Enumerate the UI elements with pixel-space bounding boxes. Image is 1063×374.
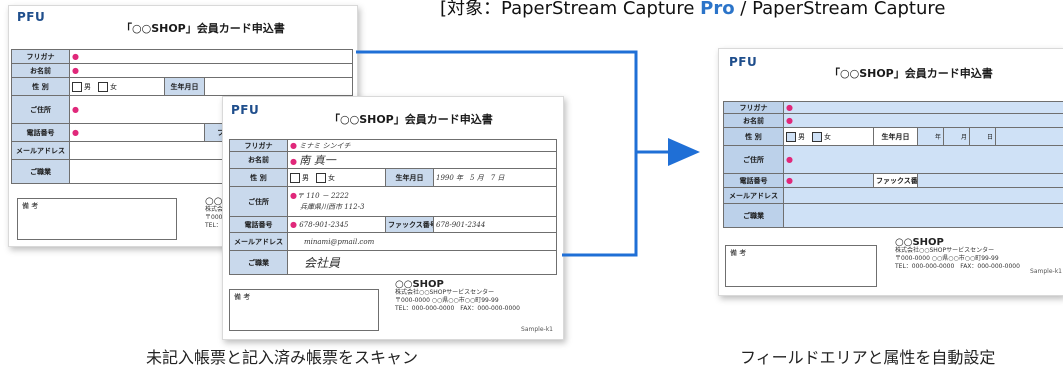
caption-right: フィールドエリアと属性を自動設定 bbox=[740, 348, 996, 367]
form-title: 「○○SHOP」会員カード申込書 bbox=[329, 113, 493, 126]
target-label: [対象：PaperStream Capture Pro / PaperStrea… bbox=[440, 0, 945, 20]
pfu-logo: PFU bbox=[231, 103, 260, 117]
shop-address: 〒000-0000 ○○県○○市○○町99-99 bbox=[395, 297, 499, 304]
filled-postal: 〒 110 － 2222 bbox=[296, 192, 349, 200]
label-email: メールアドレス bbox=[11, 141, 70, 160]
label-furigana: フリガナ bbox=[723, 101, 784, 114]
label-occupation: ご職業 bbox=[229, 250, 288, 275]
connector-bottom bbox=[562, 152, 638, 257]
month-unit: 月 bbox=[960, 134, 967, 141]
filled-form: PFU 「○○SHOP」会員カード申込書 フリガナ ● ミナミ シンイチ お名前… bbox=[222, 96, 564, 340]
arrow-head bbox=[668, 138, 700, 166]
shop-address: 〒000-0000 ○○県○○市○○町99-99 bbox=[895, 255, 999, 262]
label-address: ご住所 bbox=[11, 95, 70, 124]
label-gender: 性 別 bbox=[723, 127, 784, 146]
label-fax: ファックス番号 bbox=[873, 173, 918, 188]
remarks-label: 備 考 bbox=[22, 202, 39, 210]
pfu-logo: PFU bbox=[729, 55, 758, 69]
filled-name: 南 真一 bbox=[299, 154, 336, 167]
male-checkbox bbox=[72, 81, 82, 92]
caption-left: 未記入帳票と記入済み帳票をスキャン bbox=[146, 348, 419, 367]
remarks-label: 備 考 bbox=[730, 249, 747, 257]
label-fax: ファックス番号 bbox=[385, 216, 434, 233]
sample-id: Sample-k1 bbox=[521, 326, 553, 333]
filled-address: 兵庫県川西市 112-3 bbox=[300, 203, 365, 211]
remarks-box: 備 考 bbox=[17, 198, 177, 240]
label-address: ご住所 bbox=[229, 186, 288, 217]
filled-form-table: フリガナ ● ミナミ シンイチ お名前 ● 南 真一 性 別 男 女 生年月日 … bbox=[229, 139, 557, 275]
female-checkbox bbox=[316, 172, 326, 183]
target-suffix: / PaperStream Capture bbox=[734, 0, 946, 19]
male-label: 男 bbox=[798, 132, 805, 141]
remarks-box: 備 考 bbox=[725, 245, 877, 287]
male-label: 男 bbox=[302, 173, 309, 182]
target-prefix: [対象：PaperStream Capture bbox=[440, 0, 701, 19]
remarks-box: 備 考 bbox=[229, 289, 379, 331]
filled-furigana: ミナミ シンイチ bbox=[299, 141, 351, 150]
target-highlight: Pro bbox=[700, 0, 735, 19]
day-unit: 日 bbox=[986, 134, 993, 141]
connector-top bbox=[356, 50, 638, 152]
female-label: 女 bbox=[824, 132, 831, 141]
label-birthdate: 生年月日 bbox=[164, 77, 205, 96]
male-checkbox bbox=[290, 172, 300, 183]
form-title: 「○○SHOP」会員カード申込書 bbox=[829, 67, 993, 80]
female-checkbox bbox=[812, 131, 822, 142]
male-label: 男 bbox=[84, 82, 91, 91]
filled-birth: 1990 年 5 月 7 日 bbox=[436, 173, 505, 182]
shop-name: ○○SHOP bbox=[395, 279, 444, 290]
label-gender: 性 別 bbox=[11, 77, 70, 96]
filled-email: minami@pmail.com bbox=[304, 237, 375, 246]
shop-tel: TEL：000-000-0000 FAX：000-000-0000 bbox=[395, 305, 520, 312]
label-furigana: フリガナ bbox=[11, 49, 70, 64]
male-checkbox bbox=[786, 131, 796, 142]
year-unit: 年 bbox=[934, 134, 941, 141]
label-name: お名前 bbox=[11, 63, 70, 78]
label-name: お名前 bbox=[723, 113, 784, 128]
sample-id: Sample-k1 bbox=[1030, 268, 1062, 275]
result-form-table: フリガナ ● お名前 ● 性 別 男 女 生年月日 年 月 日 ご住所 ● 電話… bbox=[723, 101, 1063, 228]
remarks-label: 備 考 bbox=[234, 293, 251, 301]
label-address: ご住所 bbox=[723, 145, 784, 174]
filled-fax: 678-901-2344 bbox=[436, 220, 486, 229]
label-email: メールアドレス bbox=[723, 187, 784, 204]
female-label: 女 bbox=[328, 173, 335, 182]
shop-company: 株式会社○○SHOPサービスセンター bbox=[895, 247, 995, 254]
label-furigana: フリガナ bbox=[229, 139, 288, 152]
shop-tel: TEL：000-000-0000 FAX：000-000-0000 bbox=[895, 263, 1020, 270]
female-label: 女 bbox=[110, 82, 117, 91]
shop-info: ○○SHOP 株式会社○○SHOPサービスセンター 〒000-0000 ○○県○… bbox=[895, 237, 1020, 271]
pfu-logo: PFU bbox=[17, 10, 46, 24]
label-email: メールアドレス bbox=[229, 232, 288, 251]
label-phone: 電話番号 bbox=[723, 173, 784, 188]
label-phone: 電話番号 bbox=[11, 123, 70, 142]
result-form: PFU 「○○SHOP」会員カード申込書 フリガナ ● お名前 ● 性 別 男 … bbox=[718, 48, 1063, 296]
shop-info: ○○SHOP 株式会社○○SHOPサービスセンター 〒000-0000 ○○県○… bbox=[395, 279, 520, 313]
form-title: 「○○SHOP」会員カード申込書 bbox=[121, 22, 285, 35]
shop-name: ○○SHOP bbox=[895, 237, 944, 248]
filled-occupation: 会社員 bbox=[304, 256, 341, 270]
label-birthdate: 生年月日 bbox=[873, 127, 918, 146]
filled-phone: 678-901-2345 bbox=[299, 221, 349, 229]
shop-company: 株式会社○○SHOPサービスセンター bbox=[395, 289, 495, 296]
female-checkbox bbox=[98, 81, 108, 92]
label-occupation: ご職業 bbox=[723, 203, 784, 228]
label-occupation: ご職業 bbox=[11, 159, 70, 184]
